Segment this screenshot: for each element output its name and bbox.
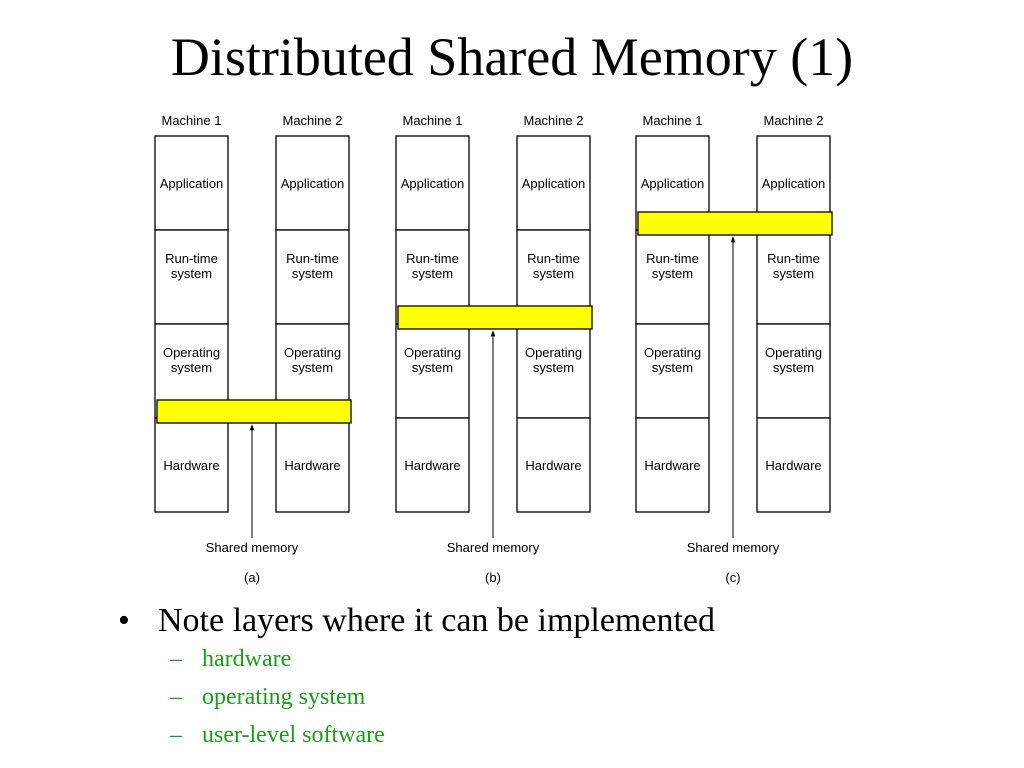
layer-label: Operating — [404, 345, 461, 360]
machine-label: Machine 1 — [403, 113, 463, 128]
layer-label: Run-time — [767, 251, 820, 266]
layer-label: system — [171, 360, 212, 375]
shared-memory-bar — [156, 399, 352, 424]
layer-box — [756, 229, 831, 325]
layer-box — [516, 323, 591, 419]
layer-label: Hardware — [525, 458, 581, 473]
layer-label: system — [533, 360, 574, 375]
sub-bullet-text: hardware — [202, 646, 292, 672]
sub-bullet-item: – hardware — [170, 640, 715, 678]
layer-label: Run-time — [406, 251, 459, 266]
layer-label: Run-time — [646, 251, 699, 266]
machine-label: Machine 1 — [162, 113, 222, 128]
sub-bullet-list: – hardware – operating system – user-lev… — [118, 640, 715, 754]
layer-box — [516, 417, 591, 513]
layer-box — [635, 323, 710, 419]
sub-bullet-text: user-level software — [202, 722, 385, 748]
dash-icon: – — [170, 684, 182, 710]
layer-label: system — [652, 266, 693, 281]
layer-box — [154, 135, 229, 231]
layer-label: system — [412, 266, 453, 281]
layer-label: Hardware — [163, 458, 219, 473]
layer-label: Hardware — [765, 458, 821, 473]
layer-label: Application — [762, 176, 826, 191]
slide-title: Distributed Shared Memory (1) — [170, 27, 854, 87]
layer-label: system — [773, 266, 814, 281]
layer-label: Operating — [163, 345, 220, 360]
layer-label: Application — [401, 176, 465, 191]
layer-label: Operating — [284, 345, 341, 360]
layer-label: system — [533, 266, 574, 281]
layer-box — [154, 229, 229, 325]
layer-label: system — [412, 360, 453, 375]
machine-label: Machine 2 — [283, 113, 343, 128]
layer-label: Run-time — [165, 251, 218, 266]
sub-bullet-text: operating system — [202, 684, 366, 710]
bullet-list: • Note layers where it can be implemente… — [118, 602, 715, 754]
layer-box — [275, 417, 350, 513]
shared-memory-label: Shared memory — [206, 540, 299, 555]
machine-label: Machine 1 — [643, 113, 703, 128]
shared-memory-bar — [397, 305, 593, 330]
layer-label: Application — [641, 176, 705, 191]
layer-label: Operating — [525, 345, 582, 360]
shared-memory-label: Shared memory — [447, 540, 540, 555]
machine-label: Machine 2 — [764, 113, 824, 128]
layer-box — [395, 323, 470, 419]
layer-box — [635, 229, 710, 325]
layer-label: system — [773, 360, 814, 375]
layer-label: system — [652, 360, 693, 375]
layer-box — [154, 417, 229, 513]
layer-box — [395, 135, 470, 231]
dash-icon: – — [170, 722, 182, 748]
panel-label: (b) — [485, 570, 501, 585]
layer-label: Run-time — [527, 251, 580, 266]
layer-box — [395, 417, 470, 513]
panel-label: (c) — [725, 570, 740, 585]
layer-label: Run-time — [286, 251, 339, 266]
sub-bullet-item: – user-level software — [170, 716, 715, 754]
layer-label: Application — [160, 176, 224, 191]
machine-label: Machine 2 — [524, 113, 584, 128]
shared-memory-bar — [637, 211, 833, 236]
layer-label: system — [292, 360, 333, 375]
layer-label: Hardware — [404, 458, 460, 473]
layer-label: Operating — [644, 345, 701, 360]
layer-box — [635, 417, 710, 513]
layer-label: Hardware — [644, 458, 700, 473]
shared-memory-label: Shared memory — [687, 540, 780, 555]
bullet-item: • Note layers where it can be implemente… — [118, 602, 715, 640]
bullet-dot: • — [118, 602, 130, 639]
layer-label: Application — [522, 176, 586, 191]
layer-label: Hardware — [284, 458, 340, 473]
sub-bullet-item: – operating system — [170, 678, 715, 716]
layer-label: Operating — [765, 345, 822, 360]
layer-label: system — [171, 266, 212, 281]
layer-label: system — [292, 266, 333, 281]
dash-icon: – — [170, 646, 182, 672]
dsm-diagram: Machine 1ApplicationRun-timesystemOperat… — [154, 113, 833, 585]
bullet-text: Note layers where it can be implemented — [158, 602, 715, 639]
layer-label: Application — [281, 176, 345, 191]
layer-box — [756, 417, 831, 513]
panel-label: (a) — [244, 570, 260, 585]
